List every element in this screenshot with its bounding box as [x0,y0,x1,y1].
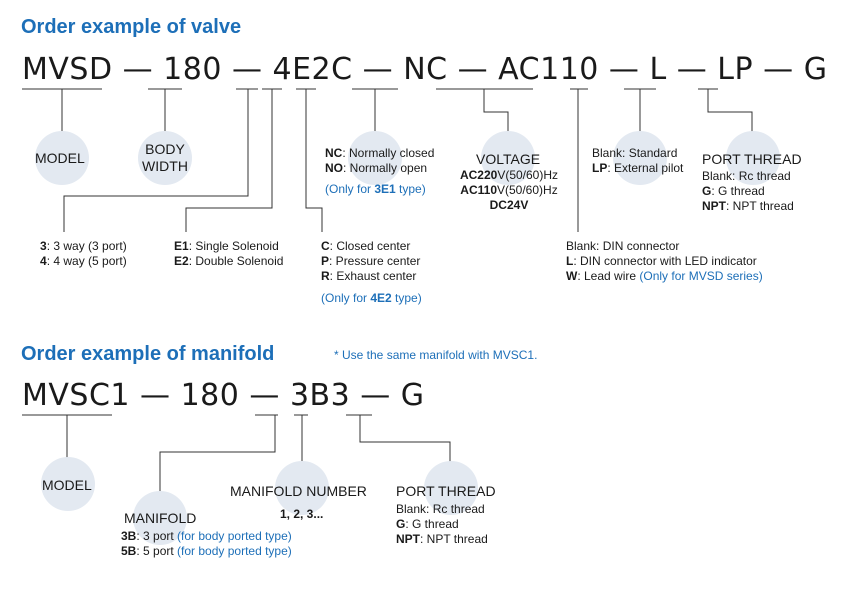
body-width-line1: BODY [145,141,185,157]
model-label: MODEL [35,150,85,166]
code-sep: — [122,52,154,87]
manifold-options: 3B: 3 port (for body ported type) 5B: 5 … [121,529,292,559]
option-row: R: Exhaust center [321,269,417,283]
code-voltage: AC110 [498,52,599,87]
code-sep: — [249,378,280,413]
voltage-label: VOLTAGE [476,151,541,167]
valve-title: Order example of valve [21,16,242,38]
solenoid-options: E1: Single Solenoid E2: Double Solenoid [174,239,283,269]
code-model: MVSC1 [22,378,130,413]
normal-options: NC: Normally closed NO: Normally open (O… [325,146,434,197]
manifold-number-value: 1, 2, 3... [280,507,324,521]
option-row: 3B: 3 port (for body ported type) [121,529,292,543]
manifold-number-label: MANIFOLD NUMBER [230,483,367,499]
center-note: (Only for 4E2 type) [321,291,422,305]
option-row: Blank: Standard [592,146,678,160]
code-stations: 3B3 [289,378,351,413]
body-width-line2: WIDTH [142,158,188,174]
manifold-model-label: MODEL [42,477,92,493]
valve-code: MVSD — 180 — 4E2C — NC — AC110 — L — LP … [22,52,827,87]
code-light: L [649,52,667,87]
code-sep: — [231,52,263,87]
bubble-normal [348,131,402,185]
code-model: MVSD [22,52,113,87]
manifold-port-label: PORT THREAD [396,483,496,499]
code-sep: — [362,52,394,87]
code-coil: NC [403,52,448,87]
manifold-code: MVSC1 — 180 — 3B3 — G [22,378,425,413]
option-row: L: DIN connector with LED indicator [566,254,757,268]
option-row: 4: 4 way (5 port) [40,254,127,268]
option-row: C: Closed center [321,239,411,253]
code-body: 180 [163,52,222,87]
option-row: P: Pressure center [321,254,421,268]
option-row: AC220V(50/60)Hz [459,168,559,182]
manifold-note: * Use the same manifold with MVSC1. [334,348,538,362]
bubble-model [35,131,89,185]
bubble-manifold-number [275,461,329,515]
option-row: NPT: NPT thread [702,199,794,213]
option-row: G: G thread [396,517,459,531]
option-row: NO: Normally open [325,161,428,175]
code-sep: — [360,378,391,413]
code-sep: — [608,52,640,87]
code-sep: — [457,52,489,87]
option-row: LP: External pilot [592,161,684,175]
option-row: E2: Double Solenoid [174,254,284,268]
option-row: Blank: Rc thread [702,169,791,183]
manifold-port-options: Blank: Rc thread G: G thread NPT: NPT th… [396,502,488,547]
option-row: DC24V [489,198,529,212]
code-body: 180 [180,378,240,413]
body-width-label: BODY WIDTH [136,141,194,175]
code-thread: G [803,52,828,87]
port-thread-label: PORT THREAD [702,151,802,167]
option-row: W: Lead wire (Only for MVSD series) [566,269,763,283]
manifold-label: MANIFOLD [124,510,197,526]
code-type: 4E2C [272,52,353,87]
port-thread-options: Blank: Rc thread G: G thread NPT: NPT th… [702,169,794,214]
option-row: G: G thread [702,184,765,198]
code-sep: — [140,378,171,413]
code-sep: — [763,52,794,87]
bubble-port [726,131,780,185]
option-row: AC110V(50/60)Hz [460,183,558,197]
manifold-title: Order example of manifold [21,343,275,365]
option-row: Blank: Rc thread [396,502,485,516]
option-row: NC: Normally closed [325,146,435,160]
connector-options: Blank: DIN connector L: DIN connector wi… [566,239,763,284]
code-thread: G [400,378,425,413]
option-row: E1: Single Solenoid [174,239,279,253]
normal-note: (Only for 3E1 type) [325,182,426,196]
pilot-options: Blank: Standard LP: External pilot [592,146,683,176]
voltage-options: AC220V(50/60)Hz AC110V(50/60)Hz DC24V [452,168,566,213]
bubble-manifold [133,491,187,545]
ways-options: 3: 3 way (3 port) 4: 4 way (5 port) [40,239,127,269]
option-row: 3: 3 way (3 port) [40,239,127,253]
option-row: Blank: DIN connector [566,239,680,253]
bubble-manifold-port [424,461,478,515]
option-row: NPT: NPT thread [396,532,488,546]
bubble-body-width [138,131,192,185]
bubble-pilot [613,131,667,185]
code-pilot: LP [717,52,754,87]
center-options: C: Closed center P: Pressure center R: E… [321,239,422,306]
bubble-manifold-model [41,457,95,511]
code-sep: — [676,52,708,87]
option-row: 5B: 5 port (for body ported type) [121,544,292,558]
bubble-voltage [481,131,535,185]
